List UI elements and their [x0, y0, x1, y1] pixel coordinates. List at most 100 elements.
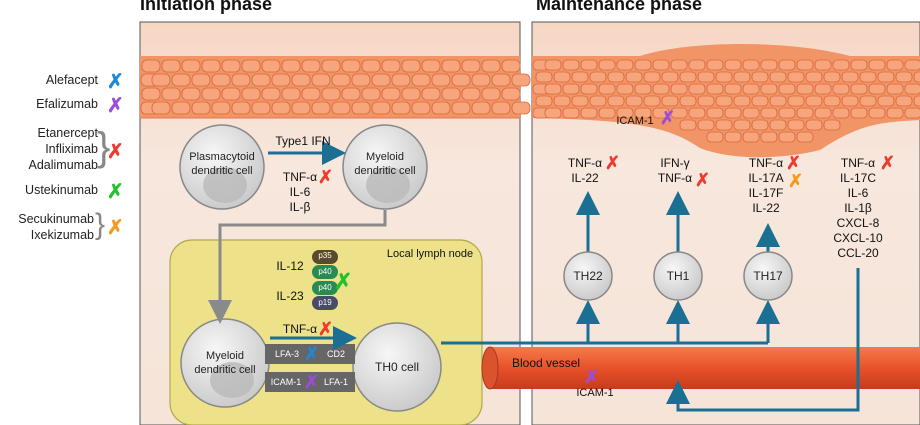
keratinocyte	[805, 71, 823, 83]
keratinocyte	[261, 87, 281, 101]
keratinocyte	[733, 119, 751, 131]
keratinocyte	[241, 59, 261, 73]
keratinocyte	[724, 131, 742, 143]
keratinocyte	[877, 71, 895, 83]
th1-cytokines: IFN-γ TNF-α	[657, 156, 693, 185]
keratinocyte	[471, 101, 491, 115]
keratinocyte	[670, 107, 688, 119]
keratinocyte	[697, 119, 715, 131]
keratinocyte	[535, 71, 553, 83]
ustekinumab-block-x-icon: ✗	[334, 269, 353, 294]
keratinocyte	[191, 73, 211, 87]
keratinocyte	[886, 59, 904, 71]
keratinocyte	[706, 131, 724, 143]
p35-subunit	[312, 250, 338, 264]
keratinocyte	[151, 73, 171, 87]
keratinocyte	[625, 95, 643, 107]
lymph-node-label: Local lymph node	[386, 248, 474, 260]
anti-tnf-x-icon: ✗	[107, 141, 124, 163]
keratinocyte	[580, 107, 598, 119]
keratinocyte	[589, 71, 607, 83]
keratinocyte	[832, 59, 850, 71]
th0-label: TH0 cell	[374, 360, 419, 374]
il17a-x-icon: ✗	[788, 171, 804, 191]
tnf-th22-x-icon: ✗	[605, 153, 621, 173]
keratinocyte	[643, 71, 661, 83]
p40b-label: p40	[318, 283, 332, 292]
keratinocyte	[751, 95, 769, 107]
il12-label: IL-12	[276, 259, 304, 273]
keratinocyte	[805, 119, 823, 131]
th0-cell	[352, 322, 442, 412]
keratinocyte	[634, 107, 652, 119]
keratinocyte	[796, 131, 814, 143]
keratinocyte	[859, 95, 877, 107]
keratinocyte	[616, 59, 634, 71]
th22-label: TH22	[573, 269, 603, 283]
keratinocyte	[841, 95, 859, 107]
keratinocyte	[769, 95, 787, 107]
efalizumab-block-x-icon: ✗	[304, 372, 320, 392]
keratinocyte	[221, 87, 241, 101]
keratinocyte	[652, 59, 670, 71]
keratinocyte	[769, 71, 787, 83]
keratinocyte	[491, 73, 511, 87]
th22-cell	[563, 251, 613, 301]
keratinocyte	[679, 95, 697, 107]
plasmacytoid-dendritic-cell	[179, 124, 265, 210]
keratinocyte	[361, 87, 381, 101]
p35-label: p35	[318, 251, 332, 260]
keratinocyte	[598, 59, 616, 71]
keratinocyte	[191, 101, 211, 115]
keratinocyte	[643, 95, 661, 107]
tnf-th1-x-icon: ✗	[695, 170, 711, 190]
keratinocyte	[787, 119, 805, 131]
keratinocyte	[904, 83, 920, 95]
keratinocyte	[351, 101, 371, 115]
keratinocyte	[421, 59, 441, 73]
keratinocyte	[301, 59, 321, 73]
legend-alefacept: Alefacept	[45, 73, 98, 87]
keratinocyte	[814, 107, 832, 119]
keratinocyte	[341, 87, 361, 101]
p19-label: p19	[318, 298, 332, 307]
legend-il17: Secukinumab Ixekizumab	[18, 212, 94, 242]
pdc-label: Plasmacytoid dendritic cell	[189, 151, 255, 177]
keratinocyte	[625, 71, 643, 83]
keratinocyte	[742, 83, 760, 95]
keratinocyte	[760, 131, 778, 143]
icam1-lfa1-bar	[265, 372, 355, 392]
keratinocyte	[706, 59, 724, 71]
keratinocyte	[715, 95, 733, 107]
keratinocyte	[616, 107, 634, 119]
brace-icon: }	[95, 208, 106, 241]
keratinocyte	[351, 73, 371, 87]
keratinocyte	[511, 73, 531, 87]
keratinocyte	[634, 83, 652, 95]
keratinocyte	[724, 107, 742, 119]
keratinocyte	[181, 59, 201, 73]
tnf-lymph-x-icon: ✗	[318, 319, 334, 339]
keratinocyte	[796, 83, 814, 95]
myeloid-dendritic-cell-bottom	[180, 318, 270, 408]
keratinocyte	[697, 95, 715, 107]
keratinocyte	[461, 87, 481, 101]
keratinocyte	[706, 107, 724, 119]
keratinocyte	[706, 83, 724, 95]
keratinocyte	[544, 83, 562, 95]
keratinocyte	[221, 59, 241, 73]
keratinocyte	[760, 83, 778, 95]
keratinocyte	[535, 95, 553, 107]
keratinocyte	[679, 119, 697, 131]
keratinocyte	[161, 59, 181, 73]
keratinocyte	[562, 107, 580, 119]
keratinocyte	[688, 107, 706, 119]
keratinocyte	[670, 83, 688, 95]
keratinocyte	[501, 87, 521, 101]
icam1-top-label: ICAM-1	[616, 115, 654, 127]
keratinocyte	[371, 73, 391, 87]
keratinocyte	[742, 131, 760, 143]
keratinocyte	[251, 101, 271, 115]
il23-label: IL-23	[276, 289, 304, 303]
keratinocyte	[571, 71, 589, 83]
